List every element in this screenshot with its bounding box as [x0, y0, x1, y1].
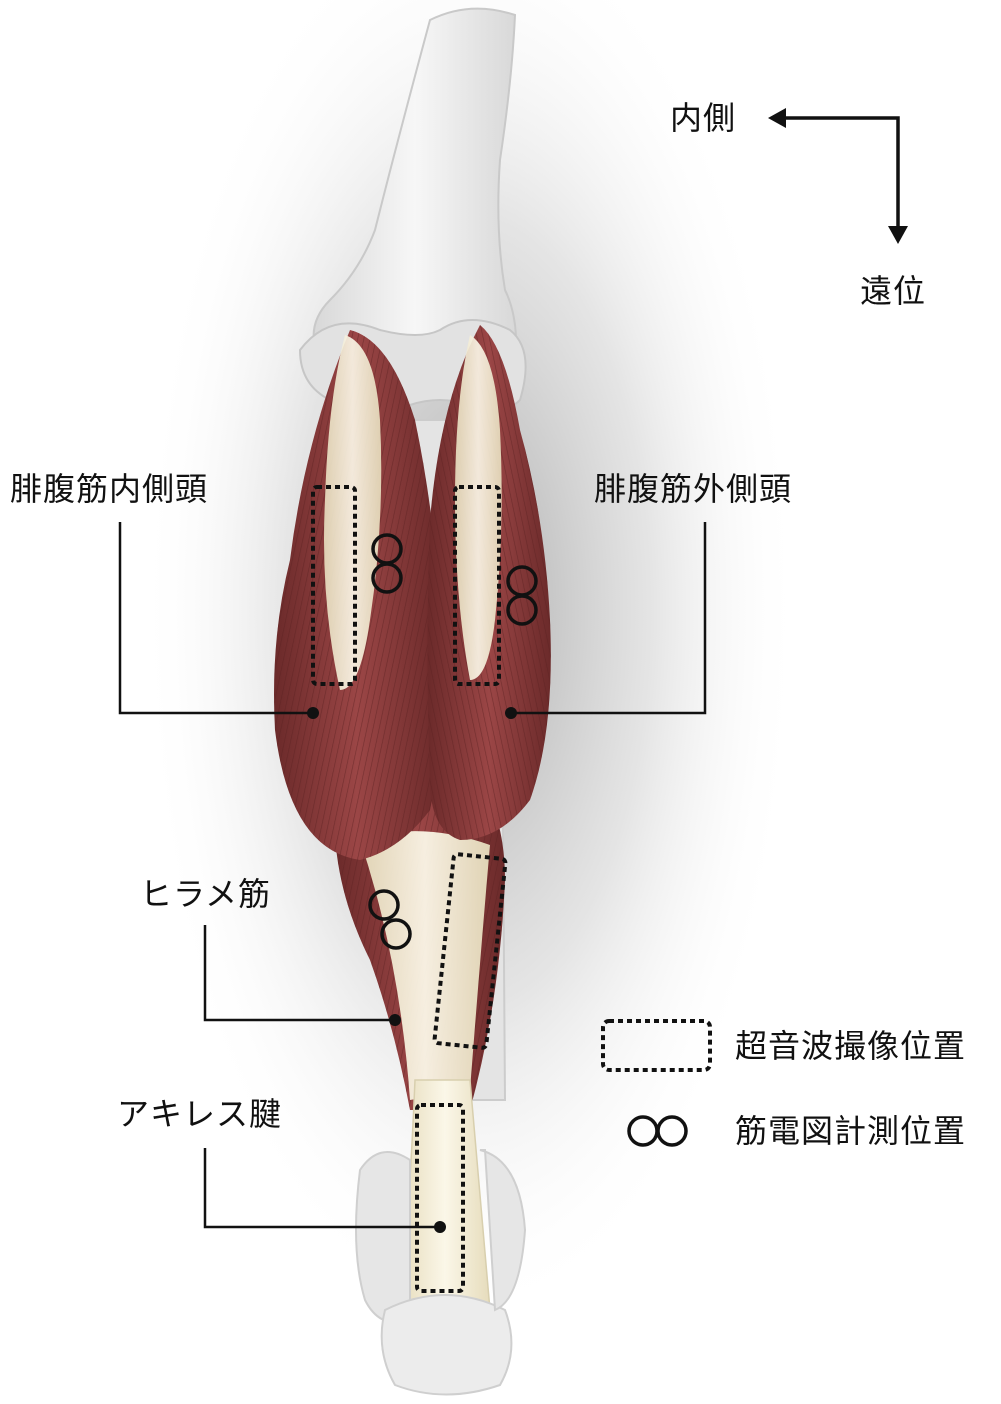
- orientation-arrows: [780, 118, 898, 232]
- leader-dot-achilles: [434, 1221, 446, 1233]
- arrow-left-icon: [768, 108, 786, 128]
- arrow-down-icon: [888, 226, 908, 244]
- legend-ultrasound-label: 超音波撮像位置: [735, 1030, 966, 1062]
- orientation-arrow-path: [780, 118, 898, 232]
- leader-dot-medial-head: [307, 707, 319, 719]
- legend-emg-label: 筋電図計測位置: [735, 1115, 966, 1147]
- label-gastrocnemius-lateral: 腓腹筋外側頭: [594, 473, 792, 505]
- leader-dot-soleus: [389, 1014, 401, 1026]
- label-achilles: アキレス腱: [117, 1098, 282, 1130]
- label-soleus: ヒラメ筋: [140, 878, 271, 910]
- leader-dot-lateral-head: [505, 707, 517, 719]
- heel-bone: [356, 1152, 410, 1323]
- label-gastrocnemius-medial: 腓腹筋内側頭: [10, 473, 208, 505]
- medial-direction-label: 内側: [670, 102, 736, 134]
- calcaneus: [382, 1295, 512, 1395]
- distal-direction-label: 遠位: [860, 275, 926, 307]
